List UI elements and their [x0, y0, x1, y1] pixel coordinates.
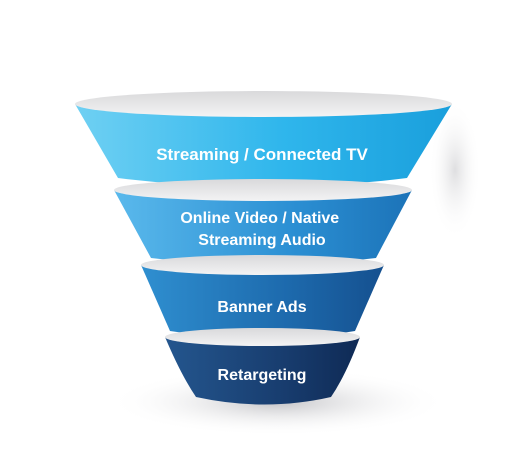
- funnel-stage-2: Online Video / Native Streaming Audio: [114, 179, 412, 265]
- funnel-stage-4-rim: [165, 328, 360, 346]
- stage-3-label: Banner Ads: [217, 299, 306, 316]
- stage-2-line-1: Online Video / Native: [180, 210, 339, 227]
- stage-4-line-1: Retargeting: [218, 367, 307, 384]
- stage-2-label: Online Video / Native Streaming Audio: [180, 210, 343, 249]
- stage-4-label: Retargeting: [218, 367, 307, 384]
- funnel-stage-1: Streaming / Connected TV: [75, 91, 452, 187]
- funnel-stage-4: Retargeting: [165, 328, 360, 405]
- funnel-stage-1-rim: [75, 91, 452, 117]
- stage-2-line-2: Streaming Audio: [198, 232, 326, 249]
- funnel-stage-3-rim: [141, 255, 384, 275]
- stage-1-line-1: Streaming / Connected TV: [156, 145, 368, 164]
- funnel-stage-3: Banner Ads: [141, 255, 384, 339]
- stage-1-label: Streaming / Connected TV: [156, 145, 368, 164]
- funnel-side-shadow: [429, 100, 481, 240]
- funnel-stage-2-rim: [114, 179, 412, 201]
- stage-3-line-1: Banner Ads: [217, 299, 306, 316]
